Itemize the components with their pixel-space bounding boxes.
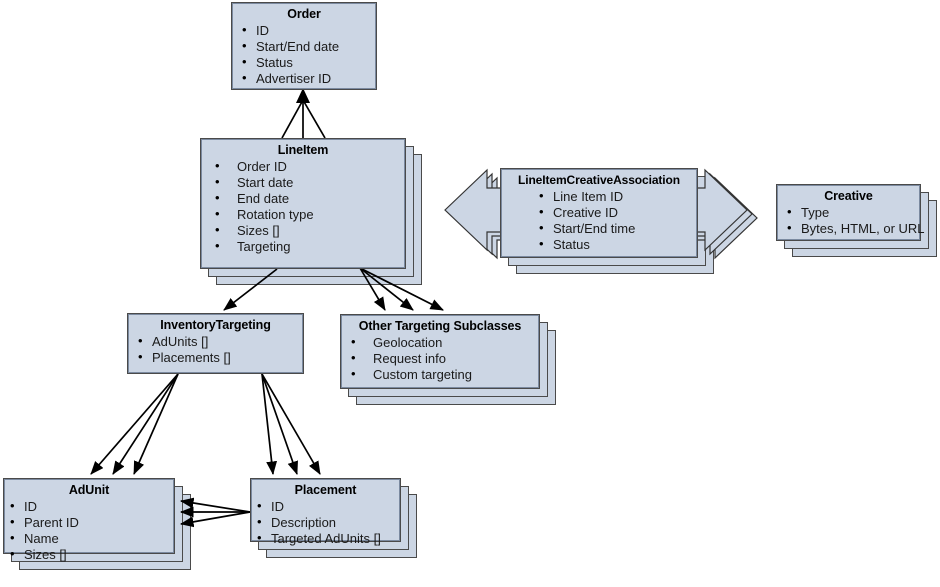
node-adunit-fields: ID Parent ID Name Sizes []: [4, 498, 174, 563]
field: Description: [257, 514, 400, 531]
edge-placement-to-adunit: [179, 497, 251, 528]
node-placement[interactable]: Placement ID Description Targeted AdUnit…: [250, 478, 417, 558]
field: Parent ID: [10, 514, 174, 531]
field: Start date: [215, 174, 405, 191]
field: Status: [242, 54, 376, 71]
field: Placements []: [138, 349, 303, 366]
field: Name: [10, 530, 174, 547]
field: Targeted AdUnits []: [257, 530, 400, 547]
node-othertargeting[interactable]: Other Targeting Subclasses Geolocation R…: [340, 314, 556, 405]
node-inventorytargeting[interactable]: InventoryTargeting AdUnits [] Placements…: [127, 313, 304, 374]
node-placement-card: Placement ID Description Targeted AdUnit…: [250, 478, 401, 546]
node-lica-fields: Line Item ID Creative ID Start/End time …: [501, 188, 697, 253]
field: Rotation type: [215, 206, 405, 223]
field: Start/End date: [242, 38, 376, 55]
node-creative[interactable]: Creative Type Bytes, HTML, or URL: [776, 184, 937, 257]
field: Advertiser ID: [242, 70, 376, 87]
field: Geolocation: [351, 334, 539, 351]
node-lica-title: LineItemCreativeAssociation: [517, 173, 681, 187]
field: Status: [539, 236, 697, 253]
node-creative-card: Creative Type Bytes, HTML, or URL: [776, 184, 925, 241]
field: Request info: [351, 350, 539, 367]
node-order[interactable]: Order ID Start/End date Status Advertise…: [231, 2, 377, 90]
node-placement-title: Placement: [294, 483, 357, 497]
field: End date: [215, 190, 405, 207]
field: Creative ID: [539, 204, 697, 221]
edge-inventorytargeting-to-adunit: [90, 373, 179, 475]
node-lineitem-fields: Order ID Start date End date Rotation ty…: [201, 158, 405, 255]
field: AdUnits []: [138, 333, 303, 350]
node-order-title: Order: [287, 7, 321, 21]
node-inventorytargeting-card: InventoryTargeting AdUnits [] Placements…: [127, 313, 304, 374]
node-adunit-card: AdUnit ID Parent ID Name Sizes []: [3, 478, 175, 562]
node-creative-title: Creative: [824, 189, 873, 203]
field: Type: [787, 204, 920, 221]
field: Custom targeting: [351, 366, 539, 383]
field: ID: [257, 498, 400, 515]
node-othertargeting-fields: Geolocation Request info Custom targetin…: [341, 334, 539, 383]
node-lineitemcreativeassociation[interactable]: LineItemCreativeAssociation Line Item ID…: [500, 168, 714, 274]
node-order-fields: ID Start/End date Status Advertiser ID: [232, 22, 376, 87]
edge-lineitem-to-order: [281, 88, 326, 139]
field: Targeting: [215, 238, 405, 255]
field: Start/End time: [539, 220, 697, 237]
node-placement-fields: ID Description Targeted AdUnits []: [251, 498, 400, 547]
node-inventorytargeting-fields: AdUnits [] Placements []: [128, 333, 303, 366]
node-lineitem-card: LineItem Order ID Start date End date Ro…: [200, 138, 406, 269]
field: Bytes, HTML, or URL: [787, 220, 925, 237]
edge-inventorytargeting-to-placement: [261, 373, 321, 476]
field: Order ID: [215, 158, 405, 175]
field: Line Item ID: [539, 188, 697, 205]
node-adunit[interactable]: AdUnit ID Parent ID Name Sizes []: [3, 478, 191, 586]
node-creative-fields: Type Bytes, HTML, or URL: [777, 204, 925, 237]
node-lineitem-title: LineItem: [277, 143, 329, 157]
node-othertargeting-title: Other Targeting Subclasses: [358, 319, 522, 333]
field: ID: [242, 22, 376, 39]
node-inventorytargeting-title: InventoryTargeting: [160, 318, 271, 332]
node-adunit-title: AdUnit: [68, 483, 110, 497]
node-lineitem[interactable]: LineItem Order ID Start date End date Ro…: [200, 138, 422, 285]
field: ID: [10, 498, 174, 515]
field: Sizes []: [215, 222, 405, 239]
field: Sizes []: [10, 546, 174, 563]
node-lica-card: LineItemCreativeAssociation Line Item ID…: [500, 168, 698, 258]
node-othertargeting-card: Other Targeting Subclasses Geolocation R…: [340, 314, 540, 389]
node-order-card: Order ID Start/End date Status Advertise…: [231, 2, 377, 90]
